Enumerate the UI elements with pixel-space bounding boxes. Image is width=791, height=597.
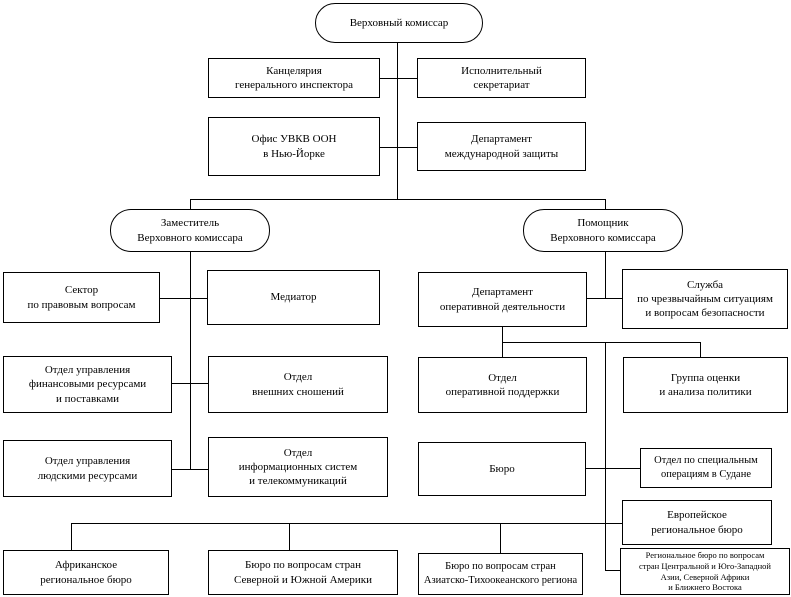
connector-left-spine — [190, 252, 191, 469]
connector-bottom-bus — [71, 523, 622, 524]
connector-top-branch — [190, 199, 605, 200]
connector-left-row2-stub — [172, 383, 208, 384]
node-high-commissioner: Верховный комиссар — [315, 3, 483, 43]
node-information-systems-division: Отдел информационных систем и телекоммун… — [208, 437, 388, 497]
connector-right-spine — [605, 342, 606, 570]
connector-assistant-drop — [605, 199, 606, 209]
node-financial-resources-division: Отдел управления финансовыми ресурсами и… — [3, 356, 172, 413]
node-african-bureau: Африканское региональное бюро — [3, 550, 169, 595]
node-european-bureau: Европейское региональное бюро — [622, 500, 772, 545]
node-operational-support-division: Отдел оперативной поддержки — [418, 357, 587, 413]
connector-level2-stub — [380, 78, 417, 79]
connector-left-row1-stub — [160, 298, 207, 299]
connector-ops-bus — [502, 342, 700, 343]
connector-assistant-down — [605, 252, 606, 298]
node-regional-bureau-csw-asia: Региональное бюро по вопросам стран Цент… — [620, 548, 790, 595]
connector-asiapacific-drop — [500, 523, 501, 553]
connector-americas-drop — [289, 523, 290, 550]
connector-left-row3-stub — [172, 469, 208, 470]
node-deputy-high-commissioner: Заместитель Верховного комиссара — [110, 209, 270, 252]
connector-level3-stub — [380, 147, 417, 148]
node-emergency-security-service: Служба по чрезвычайным ситуациям и вопро… — [622, 269, 788, 329]
connector-policy-drop — [700, 342, 701, 357]
node-mediator: Медиатор — [207, 270, 380, 325]
node-external-relations-division: Отдел внешних сношений — [208, 356, 388, 413]
node-unhcr-ny-office: Офис УВКВ ООН в Нью-Йорке — [208, 117, 380, 176]
connector-african-drop — [71, 523, 72, 550]
node-inspector-general-office: Канцелярия генерального инспектора — [208, 58, 380, 98]
node-americas-bureau: Бюро по вопросам стран Северной и Южной … — [208, 550, 398, 595]
node-sudan-special-operations: Отдел по специальным операциям в Судане — [640, 448, 772, 488]
connector-deputy-drop — [190, 199, 191, 209]
node-asia-pacific-bureau: Бюро по вопросам стран Азиатско-Тихоокеа… — [418, 553, 583, 595]
connector-right-row1-stub — [587, 298, 622, 299]
node-bureaux: Бюро — [418, 442, 586, 496]
connector-center-spine — [397, 43, 398, 199]
node-policy-evaluation-unit: Группа оценки и анализа политики — [623, 357, 788, 413]
connector-regional-stub — [605, 570, 620, 571]
node-intl-protection-dept: Департамент международной защиты — [417, 122, 586, 171]
node-legal-affairs-sector: Сектор по правовым вопросам — [3, 272, 160, 323]
node-operations-dept: Департамент оперативной деятельности — [418, 272, 587, 327]
connector-bureau-row-stub — [586, 468, 640, 469]
node-human-resources-division: Отдел управления людскими ресурсами — [3, 440, 172, 497]
node-assistant-high-commissioner: Помощник Верховного комиссара — [523, 209, 683, 252]
node-executive-secretariat: Исполнительный секретариат — [417, 58, 586, 98]
